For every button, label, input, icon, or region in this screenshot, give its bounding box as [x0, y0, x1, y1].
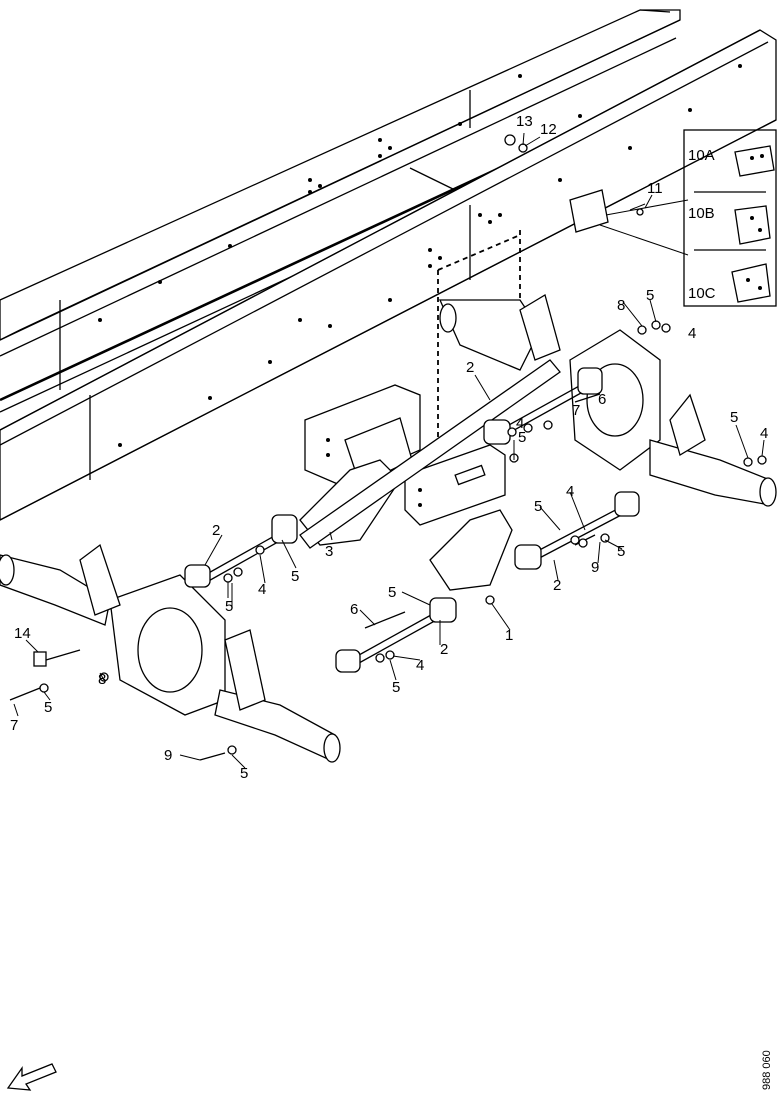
rear-axle: [438, 294, 777, 507]
callout-9: 9: [591, 559, 599, 576]
callout-5: 5: [617, 543, 625, 560]
hardware-bolts: [9, 393, 601, 761]
callout-5: 5: [225, 598, 233, 615]
bracket-10b-icon: [734, 205, 771, 245]
callout-4: 4: [258, 581, 266, 598]
reaction-rod-upper-left: [184, 514, 298, 588]
hidden-mounting-lines: [437, 230, 521, 440]
callout-6: 6: [598, 391, 606, 408]
callout-5: 5: [392, 679, 400, 696]
frame-rail-lower: [0, 29, 777, 521]
callout-5: 5: [646, 287, 654, 304]
callout-4: 4: [566, 483, 574, 500]
callout-5: 5: [534, 498, 542, 515]
callout-8: 8: [98, 671, 106, 688]
callout-9: 9: [164, 747, 172, 764]
leader-lines: [13, 132, 765, 769]
bracket-variant-box: 10A 10B 10C: [683, 129, 777, 307]
callout-7: 7: [10, 717, 18, 734]
callout-numbers: 13 12 11 8 5 4 2 7 6 4 5 5 4 4 5 5 9 2 2…: [10, 113, 768, 782]
callout-2: 2: [466, 359, 474, 376]
callout-13: 13: [516, 113, 533, 130]
callout-2: 2: [440, 641, 448, 658]
callout-5: 5: [240, 765, 248, 782]
callout-4: 4: [516, 415, 524, 432]
variant-label-10c: 10C: [688, 285, 716, 302]
callout-11: 11: [647, 180, 663, 197]
figure-reference-number: 988 060: [761, 1050, 773, 1090]
frame-bracket-10: [569, 189, 689, 256]
callout-5: 5: [730, 409, 738, 426]
callout-5: 5: [388, 584, 396, 601]
frame-nut-13: [504, 134, 516, 146]
callout-14: 14: [14, 625, 31, 642]
callout-4: 4: [760, 425, 768, 442]
variant-label-10a: 10A: [688, 147, 715, 164]
callout-6: 6: [350, 601, 358, 618]
callout-8: 8: [617, 297, 625, 314]
bracket-10c-icon: [731, 263, 771, 303]
callout-5: 5: [291, 568, 299, 585]
callout-1: 1: [505, 627, 513, 644]
cross-shaft-3: [299, 359, 561, 549]
callout-5: 5: [44, 699, 52, 716]
callout-5: 5: [518, 429, 526, 446]
reaction-rod-upper-right: [483, 367, 603, 445]
front-direction-arrow-icon: [6, 1063, 57, 1091]
frame-bolt-holes: [98, 64, 742, 447]
variant-label-10b: 10B: [688, 205, 715, 222]
bracket-10a-icon: [734, 145, 775, 177]
callout-4: 4: [688, 325, 696, 342]
callout-2: 2: [212, 522, 220, 539]
callout-3: 3: [325, 543, 333, 560]
callout-2: 2: [553, 577, 561, 594]
callout-12: 12: [540, 121, 557, 138]
callout-7: 7: [572, 402, 580, 419]
front-axle: [0, 543, 341, 763]
callout-4: 4: [416, 657, 424, 674]
reaction-rod-lower-left: [335, 597, 457, 673]
